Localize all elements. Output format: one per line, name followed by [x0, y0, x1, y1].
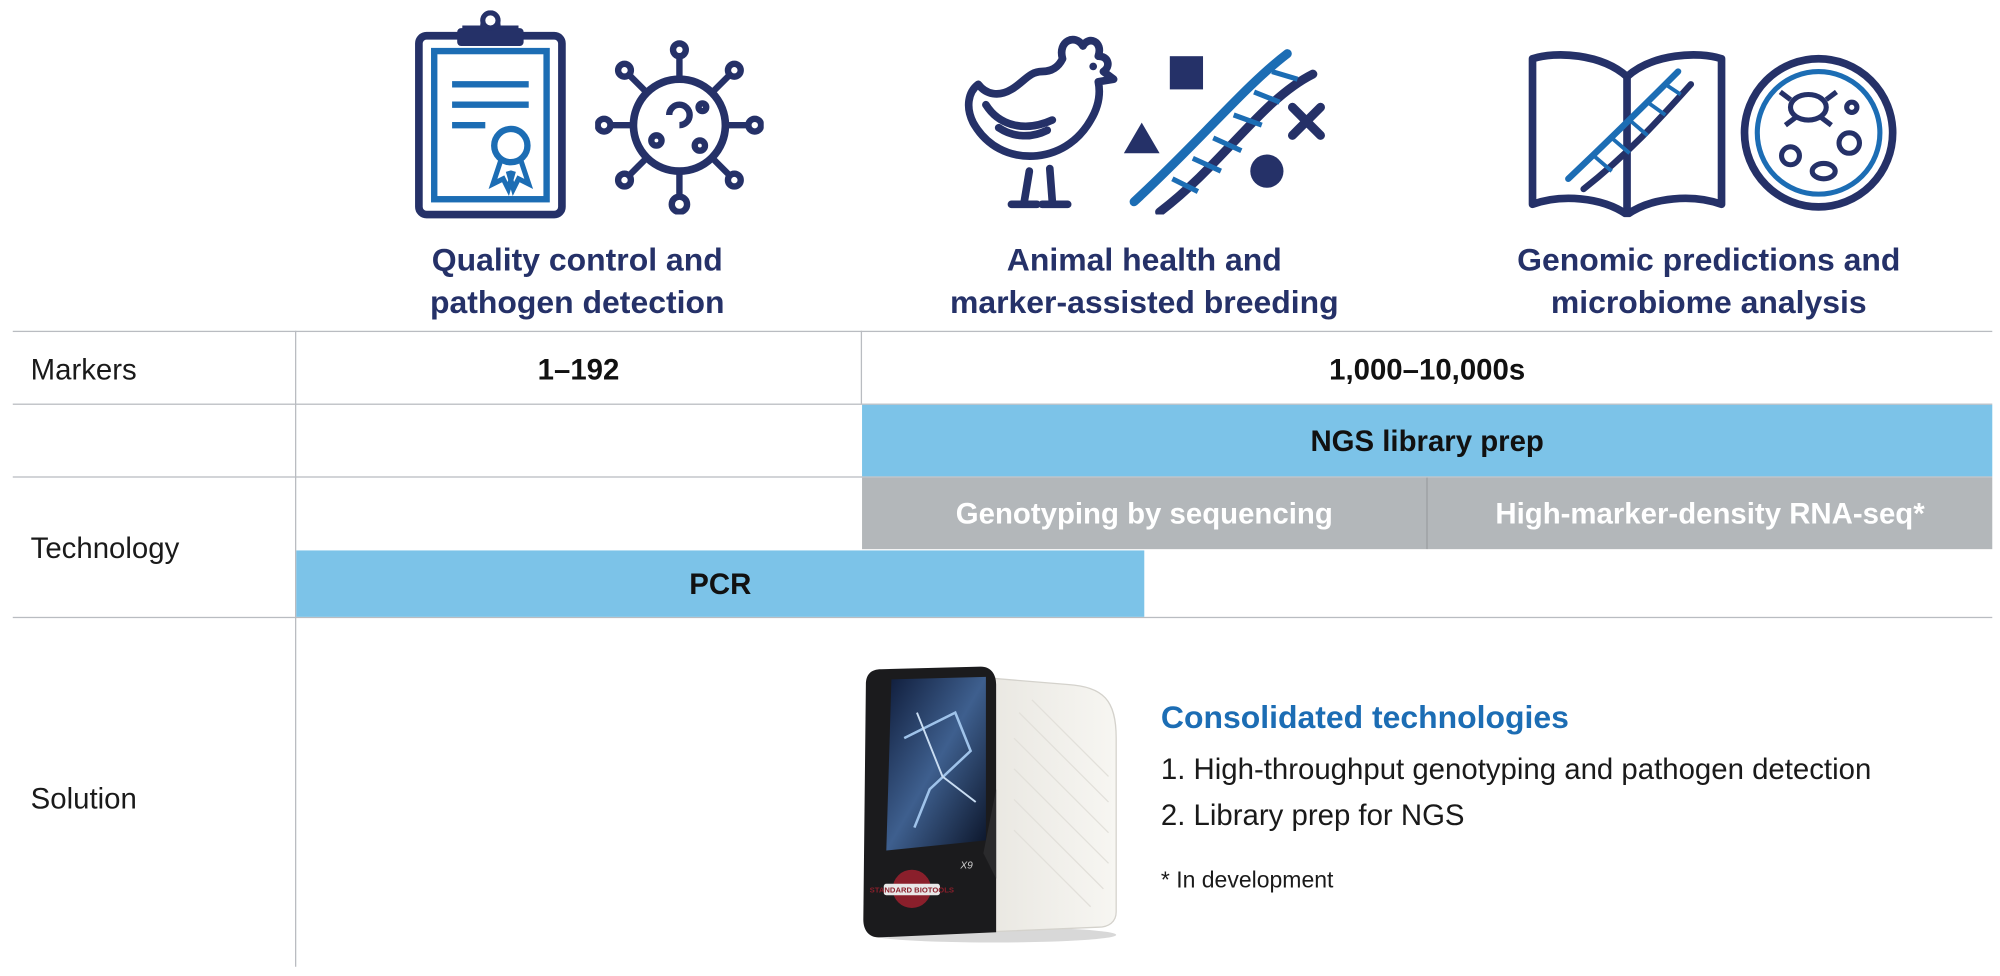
- ngs-library-prep-label: NGS library prep: [1310, 423, 1544, 457]
- column-title-quality-line2: pathogen detection: [430, 284, 725, 321]
- column-title-animal-line1: Animal health and: [1006, 242, 1282, 279]
- pcr-label: PCR: [689, 566, 752, 600]
- gbs-bar: Genotyping by sequencing: [862, 477, 1427, 550]
- row-label-solution: Solution: [30, 781, 137, 815]
- column-title-quality-line1: Quality control and: [431, 242, 723, 279]
- instrument-device-image: STANDARD BIOTOOLS X9: [863, 666, 1117, 943]
- column-title-animal-line2: marker-assisted breeding: [949, 284, 1339, 321]
- device-badge-text: STANDARD BIOTOOLS: [870, 886, 954, 895]
- book-dna-icon: [1528, 51, 1726, 218]
- markers-high-range: 1,000–10,000s: [1329, 352, 1526, 386]
- petri-dish-microbe-icon: [1740, 54, 1897, 211]
- chicken-icon: [964, 35, 1118, 209]
- gbs-label: Genotyping by sequencing: [955, 496, 1333, 530]
- row-label-technology: Technology: [30, 531, 180, 565]
- grid-line-markers-split: [860, 330, 863, 404]
- pcr-bar: PCR: [296, 550, 1145, 617]
- gray-bar-divider: [1426, 477, 1428, 550]
- column-title-genomic-line2: microbiome analysis: [1550, 284, 1867, 321]
- solution-item-2: 2. Library prep for NGS: [1160, 798, 1465, 832]
- solution-heading: Consolidated technologies: [1160, 699, 1569, 736]
- row-label-markers: Markers: [30, 352, 137, 386]
- column-title-quality: Quality control and pathogen detection: [296, 240, 858, 324]
- virus-icon: [595, 40, 764, 215]
- clipboard-certificate-icon: [415, 10, 566, 219]
- column-title-genomic-line1: Genomic predictions and: [1517, 242, 1901, 279]
- device-model-text: X9: [959, 860, 973, 871]
- grid-line-top: [12, 330, 1993, 333]
- ngs-library-prep-bar: NGS library prep: [862, 404, 1993, 477]
- grid-line-ngs: [12, 476, 1993, 478]
- column-title-animal: Animal health and marker-assisted breedi…: [863, 240, 1425, 324]
- dna-markers-icon: [1123, 49, 1325, 215]
- footnote-in-development: * In development: [1160, 867, 1334, 893]
- column-title-genomic: Genomic predictions and microbiome analy…: [1428, 240, 1990, 324]
- grid-line-label-column: [295, 330, 297, 967]
- grid-line-technology: [12, 616, 1993, 619]
- solution-item-1: 1. High-throughput genotyping and pathog…: [1160, 752, 1872, 786]
- rnaseq-bar: High-marker-density RNA-seq*: [1427, 477, 1993, 550]
- grid-line-markers: [12, 403, 1993, 405]
- markers-low-range: 1–192: [537, 352, 620, 386]
- rnaseq-label: High-marker-density RNA-seq*: [1495, 496, 1925, 530]
